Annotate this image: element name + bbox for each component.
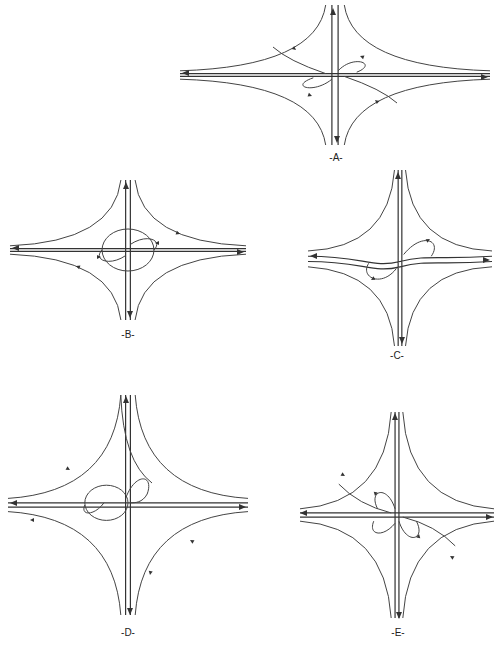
figure-label: -A-	[327, 152, 344, 164]
interchange-b	[10, 180, 246, 320]
interchange-a	[180, 5, 490, 145]
interchange-e	[300, 412, 494, 619]
interchange-c	[308, 170, 492, 346]
figure-label: -D-	[119, 627, 137, 639]
figure-label: -B-	[119, 329, 136, 341]
figure-label: -E-	[389, 627, 406, 639]
interchange-d	[8, 395, 248, 615]
figure-label: -C-	[388, 350, 406, 362]
